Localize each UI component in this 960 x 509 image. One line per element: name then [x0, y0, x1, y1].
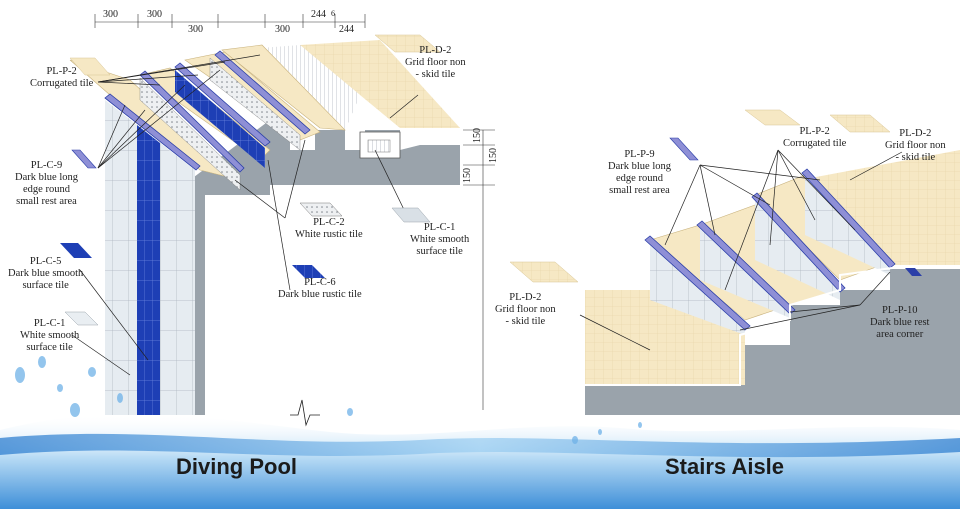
step-riser-3 [755, 200, 840, 300]
water-splash [0, 356, 960, 509]
label-pl-p-2-stairs: PL-P-2 Corrugated tile [783, 126, 846, 150]
label-code: PL-C-1 [423, 222, 456, 233]
swatch-pl-c-9 [71, 149, 97, 169]
deck-grid-floor [300, 40, 460, 128]
label-code: PL-P-9 [624, 149, 655, 160]
label-pl-c-2: PL-C-2 White rustic tile [295, 217, 363, 241]
label-code: PL-D-2 [419, 45, 452, 56]
label-pl-c-5: PL-C-5 Dark blue smooth surface tile [8, 256, 83, 292]
stairs-aisle-section [509, 109, 960, 415]
label-code: PL-P-2 [799, 126, 830, 137]
nosing-3 [751, 192, 846, 293]
swatch-pl-c-2 [299, 202, 343, 217]
swatch-pl-p-2 [69, 57, 111, 76]
pool-inner-wall [205, 195, 270, 415]
diving-pool-title: Diving Pool [176, 454, 297, 479]
label-code: PL-C-2 [313, 217, 345, 228]
label-code: PL-C-9 [30, 160, 63, 171]
label-desc: surface tile [26, 342, 73, 353]
label-pl-c-1-right: PL-C-1 White smooth surface tile [410, 222, 469, 258]
label-desc: area corner [876, 329, 924, 340]
nosing-1 [644, 235, 751, 331]
label-code: PL-P-10 [881, 305, 918, 316]
label-desc: Grid floor non [885, 140, 946, 151]
dim-top-2: 300 [147, 9, 162, 20]
deck-cream-4 [221, 44, 346, 131]
label-desc: - skid tile [895, 152, 936, 163]
stairs-concrete-step [740, 268, 960, 345]
dim-top-4: 300 [275, 24, 290, 35]
stairs-aisle-title: Stairs Aisle [665, 454, 785, 479]
label-desc: edge round [616, 173, 663, 184]
label-pl-c-9: PL-C-9 Dark blue long edge round small r… [15, 160, 78, 208]
label-pl-d-2-left: PL-D-2 Grid floor non - skid tile [495, 292, 556, 328]
dim-top-7: 244 [339, 24, 354, 35]
label-desc: White smooth [20, 330, 80, 341]
diving-pool-section [60, 14, 495, 427]
label-desc: edge round [23, 184, 70, 195]
label-desc: Dark blue rest [870, 317, 930, 328]
swatch-pl-d-2-left [509, 261, 579, 283]
swatch-pl-d-2 [374, 34, 441, 53]
label-desc: Dark blue long [608, 161, 671, 172]
swatch-pl-c-5 [60, 243, 92, 258]
edge-purple-1 [104, 93, 201, 171]
dim-side-3: 150 [462, 168, 473, 183]
label-desc: small rest area [16, 196, 77, 207]
label-pl-c-6: PL-C-6 Dark blue rustic tile [278, 277, 362, 301]
label-desc: surface tile [22, 280, 69, 291]
label-code: PL-C-5 [29, 256, 62, 267]
label-desc: surface tile [416, 246, 463, 257]
label-desc: Dark blue rustic tile [278, 289, 362, 300]
label-pl-d-2-right: PL-D-2 Grid floor non - skid tile [885, 128, 946, 164]
nosing-4 [801, 168, 896, 269]
label-code: PL-C-1 [33, 318, 66, 329]
riser-dots-2 [209, 57, 301, 151]
swatch-pl-c-1-right [391, 207, 431, 223]
dim-top-1: 300 [103, 9, 118, 20]
landing-grid-right [800, 150, 960, 265]
label-desc: Corrugated tile [783, 138, 847, 149]
label-desc: White rustic tile [295, 229, 363, 240]
label-pl-d-2: PL-D-2 Grid floor non - skid tile [405, 45, 466, 81]
swatch-pl-c-1-left [64, 311, 99, 326]
swatch-pl-c-6 [292, 265, 325, 278]
dim-top-5: 244 [311, 9, 326, 20]
riser-blue-1 [175, 70, 265, 168]
label-desc: Dark blue long [15, 172, 78, 183]
label-code: PL-P-2 [46, 66, 77, 77]
label-desc: - skid tile [505, 316, 546, 327]
label-code: PL-D-2 [899, 128, 932, 139]
label-desc: Grid floor non [495, 304, 556, 315]
label-desc: Grid floor non [405, 57, 466, 68]
label-desc: Corrugated tile [30, 78, 94, 89]
riser-dots-1 [139, 77, 241, 191]
label-pl-c-1-left: PL-C-1 White smooth surface tile [20, 318, 79, 354]
swatch-pl-d-2-right [829, 114, 891, 133]
label-pl-p-9: PL-P-9 Dark blue long edge round small r… [608, 149, 671, 197]
label-desc: small rest area [609, 185, 670, 196]
label-desc: - skid tile [415, 69, 456, 80]
dim-side-1: 150 [472, 128, 483, 143]
label-pl-p-2: PL-P-2 Corrugated tile [30, 66, 93, 90]
swatch-pl-p-9 [669, 137, 699, 161]
label-desc: White smooth [410, 234, 470, 245]
label-pl-p-10: PL-P-10 Dark blue rest area corner [870, 305, 929, 341]
swatch-pl-p-10 [905, 268, 922, 276]
label-code: PL-C-6 [304, 277, 336, 288]
dim-top-6: 6 [331, 9, 335, 18]
dim-top-3: 300 [188, 24, 203, 35]
edge-purple-4 [214, 50, 311, 135]
edge-purple-2 [139, 70, 245, 173]
swatch-pl-p-2-stairs [744, 109, 801, 126]
nosing-2 [696, 220, 796, 315]
edge-purple-3 [174, 62, 271, 147]
label-desc: Dark blue smooth [8, 268, 84, 279]
wall-blue-strip [137, 125, 160, 415]
label-code: PL-D-2 [509, 292, 542, 303]
dim-side-2: 150 [488, 148, 499, 163]
